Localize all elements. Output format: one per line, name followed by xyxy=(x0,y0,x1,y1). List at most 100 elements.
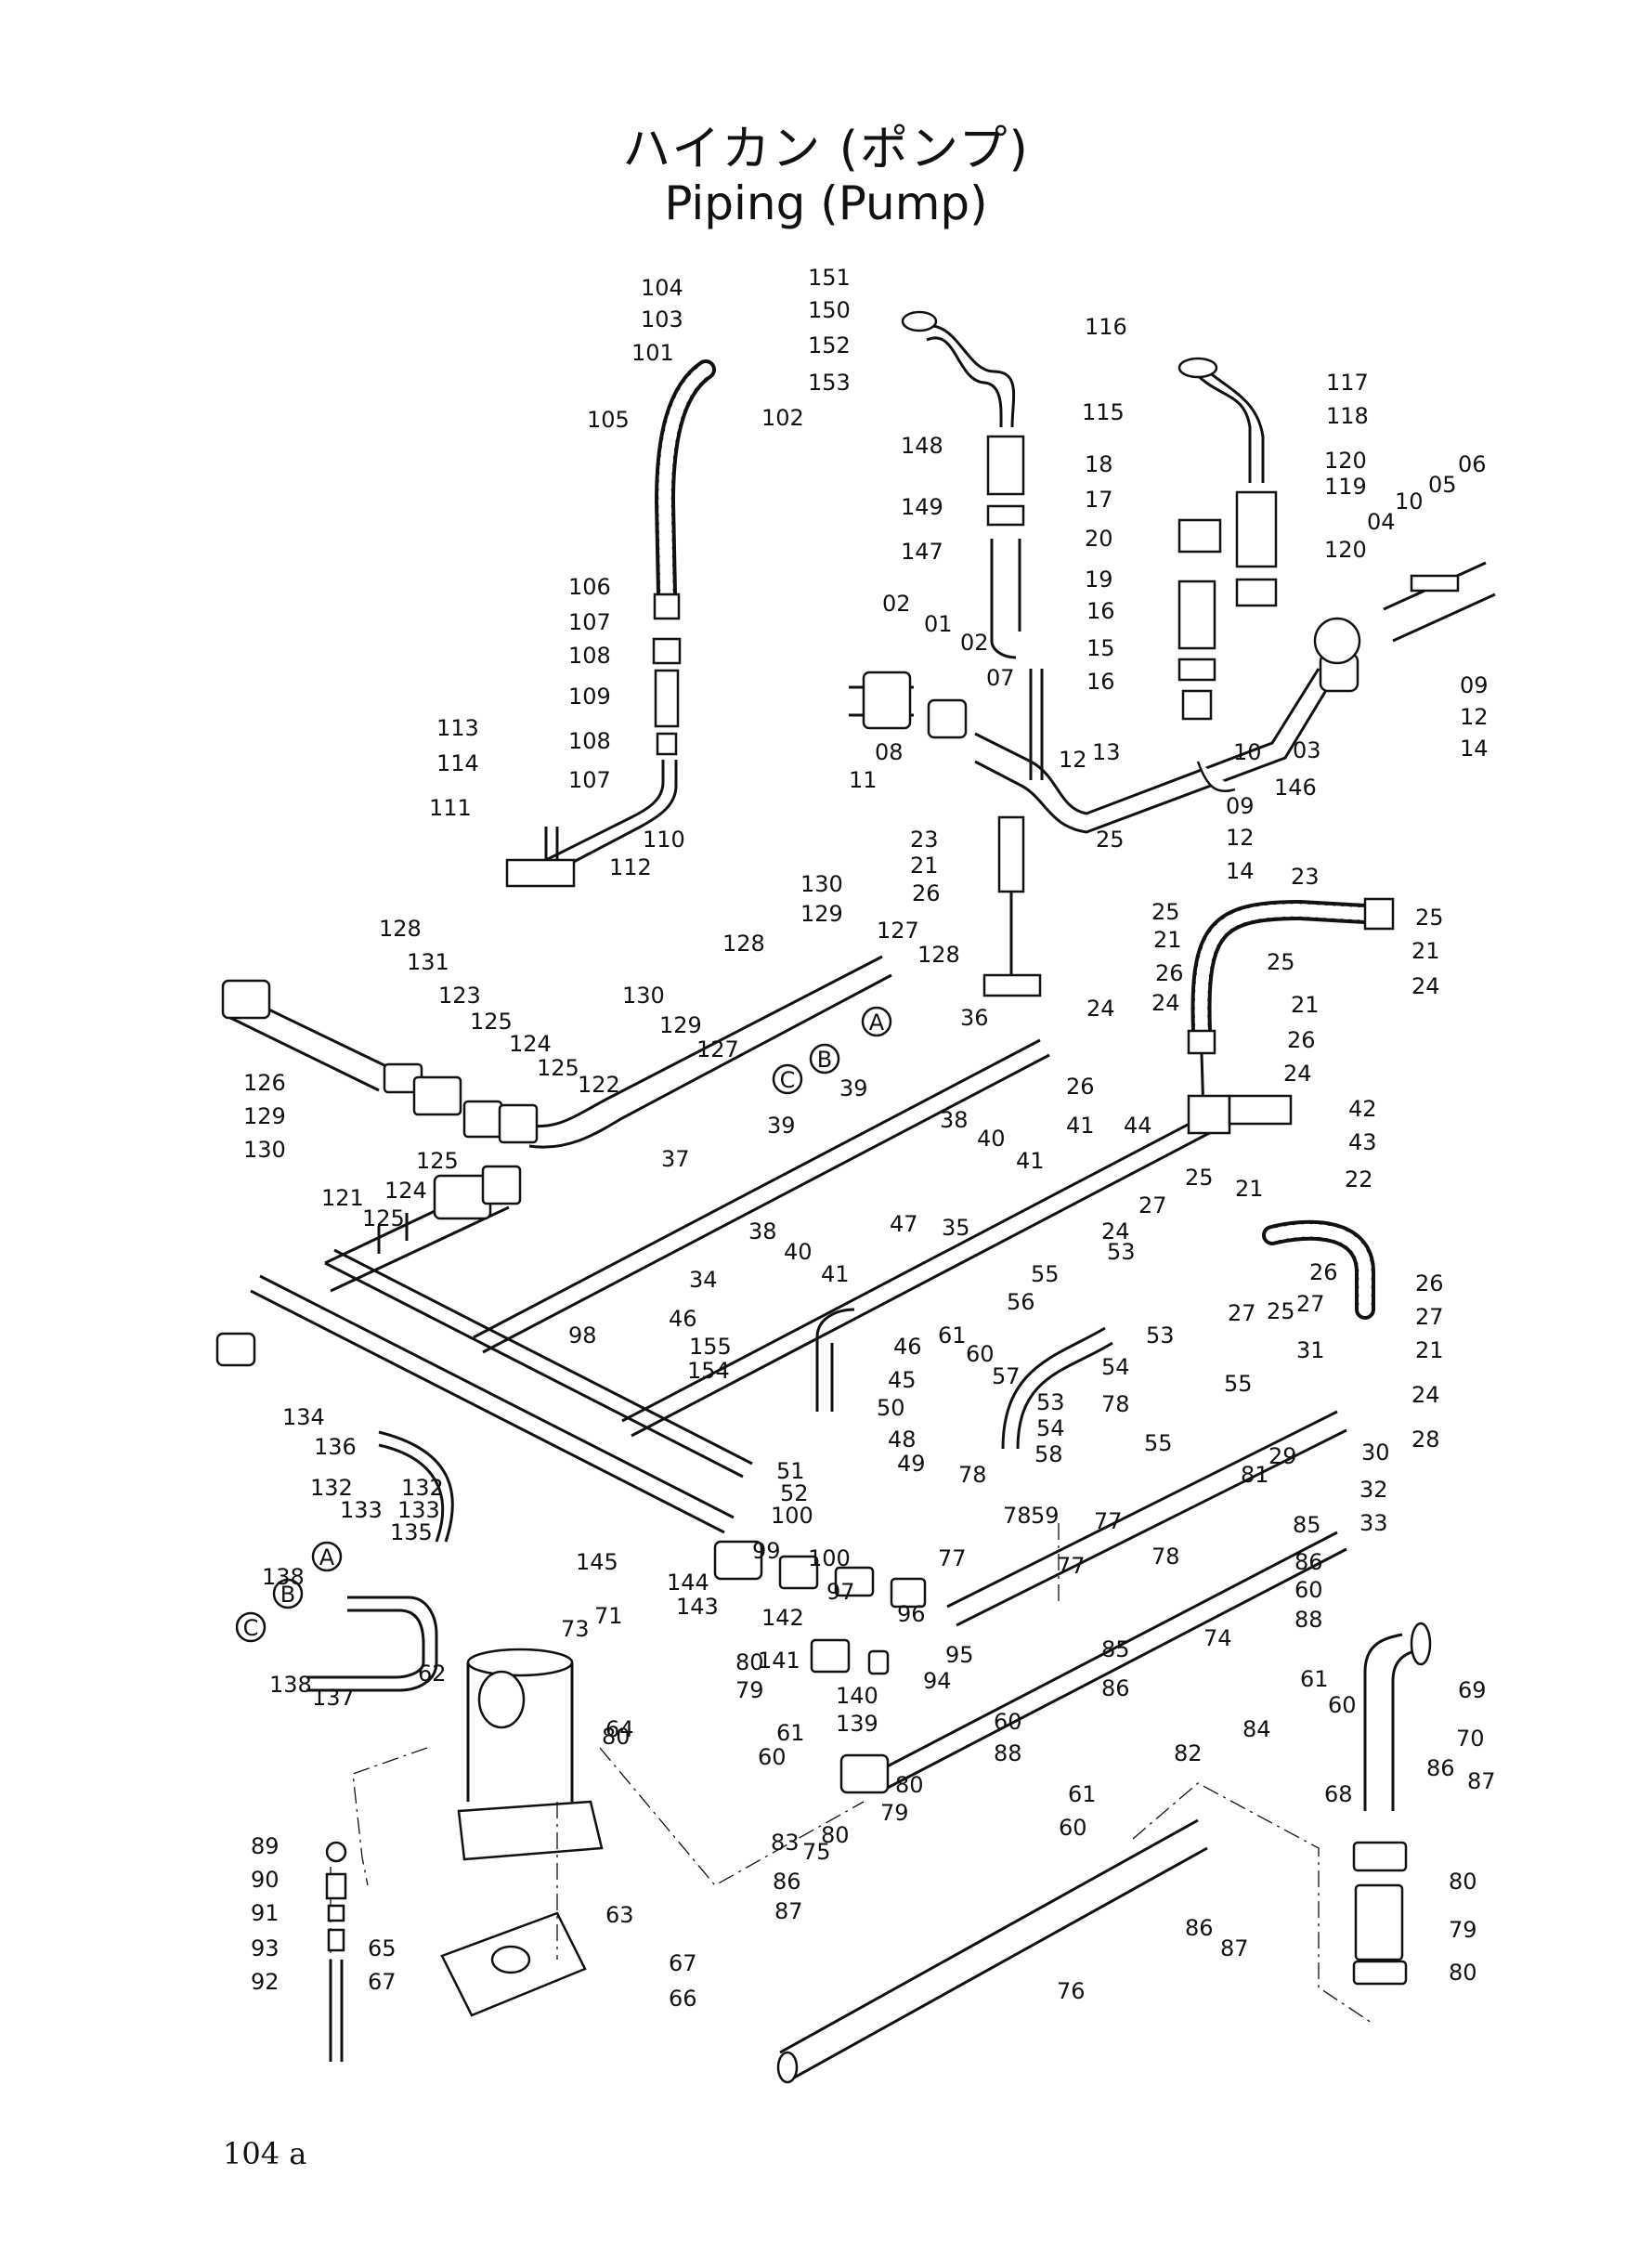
part-label-119: 119 xyxy=(1324,474,1367,500)
part-label-44: 44 xyxy=(1124,1113,1152,1139)
part-label-37: 37 xyxy=(661,1146,690,1172)
part-label-79: 79 xyxy=(735,1677,764,1703)
part-label-38: 38 xyxy=(940,1107,969,1133)
part-label-32: 32 xyxy=(1359,1477,1388,1503)
part-label-105: 105 xyxy=(587,407,630,433)
part-label-10: 10 xyxy=(1395,489,1424,515)
part-label-60: 60 xyxy=(966,1341,995,1367)
part-label-54: 54 xyxy=(1036,1415,1065,1441)
suction-pipe-center xyxy=(901,310,1025,659)
part-label-112: 112 xyxy=(609,854,652,880)
part-number-labels: 1041031011021051061071081091081071131141… xyxy=(243,265,1496,2012)
part-label-45: 45 xyxy=(888,1367,917,1393)
part-label-24: 24 xyxy=(1086,996,1115,1022)
part-label-80: 80 xyxy=(602,1724,631,1750)
part-label-46: 46 xyxy=(669,1306,697,1332)
part-label-42: 42 xyxy=(1348,1096,1377,1122)
part-label-128: 128 xyxy=(917,942,960,968)
part-label-21: 21 xyxy=(1291,992,1320,1018)
part-label-80: 80 xyxy=(735,1649,764,1675)
part-label-71: 71 xyxy=(594,1603,623,1629)
part-label-25: 25 xyxy=(1415,905,1444,931)
part-label-50: 50 xyxy=(877,1395,905,1421)
part-label-26: 26 xyxy=(1415,1270,1444,1296)
part-label-146: 146 xyxy=(1274,775,1317,801)
part-label-36: 36 xyxy=(960,1005,989,1031)
part-label-151: 151 xyxy=(808,265,851,291)
part-label-41: 41 xyxy=(1066,1113,1095,1139)
part-label-02: 02 xyxy=(882,591,911,617)
part-label-86: 86 xyxy=(1426,1755,1455,1781)
part-label-56: 56 xyxy=(1007,1289,1035,1315)
part-label-33: 33 xyxy=(1359,1510,1388,1536)
part-label-100: 100 xyxy=(771,1503,813,1529)
part-label-25: 25 xyxy=(1267,1298,1295,1324)
part-label-27: 27 xyxy=(1296,1291,1325,1317)
part-label-125: 125 xyxy=(416,1148,459,1174)
hose-22 xyxy=(1262,1219,1375,1320)
part-label-27: 27 xyxy=(1138,1192,1167,1218)
part-label-17: 17 xyxy=(1085,487,1113,513)
part-label-13: 13 xyxy=(1092,739,1121,765)
part-label-138: 138 xyxy=(262,1564,305,1590)
pipe-chain-96-100 xyxy=(713,1540,927,1675)
part-label-107: 107 xyxy=(568,767,611,793)
part-label-87: 87 xyxy=(774,1898,803,1924)
part-label-123: 123 xyxy=(438,983,481,1009)
part-label-94: 94 xyxy=(923,1668,952,1694)
part-label-131: 131 xyxy=(407,949,449,975)
part-label-22: 22 xyxy=(1345,1166,1373,1192)
part-label-66: 66 xyxy=(669,1986,697,2012)
part-label-78: 78 xyxy=(958,1462,987,1488)
tube-56 xyxy=(815,1308,1113,1450)
part-label-87: 87 xyxy=(1467,1768,1496,1794)
part-label-60: 60 xyxy=(994,1709,1022,1735)
part-label-59: 59 xyxy=(1031,1503,1060,1529)
part-label-83: 83 xyxy=(771,1830,800,1856)
part-label-70: 70 xyxy=(1456,1726,1485,1752)
part-label-137: 137 xyxy=(312,1685,355,1711)
part-label-60: 60 xyxy=(1328,1692,1357,1718)
part-label-61: 61 xyxy=(938,1322,967,1348)
part-label-88: 88 xyxy=(994,1740,1022,1766)
part-label-80: 80 xyxy=(821,1822,850,1848)
part-label-120: 120 xyxy=(1324,448,1367,474)
part-label-52: 52 xyxy=(780,1480,809,1506)
part-label-124: 124 xyxy=(509,1031,552,1057)
callout-b-left-label: B xyxy=(280,1582,295,1608)
part-label-147: 147 xyxy=(901,539,943,565)
part-label-26: 26 xyxy=(1309,1259,1338,1285)
pipe-23-center xyxy=(982,815,1042,997)
part-label-85: 85 xyxy=(1101,1636,1130,1662)
part-label-16: 16 xyxy=(1086,669,1115,695)
part-label-73: 73 xyxy=(561,1616,590,1642)
part-label-108: 108 xyxy=(568,643,611,669)
part-label-145: 145 xyxy=(576,1549,618,1575)
part-label-128: 128 xyxy=(722,931,765,957)
callout-c-left-label: C xyxy=(243,1615,259,1641)
part-label-14: 14 xyxy=(1226,858,1255,884)
part-label-06: 06 xyxy=(1458,451,1487,477)
part-label-107: 107 xyxy=(568,609,611,635)
part-label-28: 28 xyxy=(1411,1427,1440,1453)
part-label-76: 76 xyxy=(1057,1978,1086,2004)
part-label-41: 41 xyxy=(1016,1148,1045,1174)
part-label-26: 26 xyxy=(1287,1027,1316,1053)
part-label-21: 21 xyxy=(1411,938,1440,964)
part-label-127: 127 xyxy=(696,1036,739,1062)
part-label-78: 78 xyxy=(1101,1391,1130,1417)
part-label-09: 09 xyxy=(1460,672,1489,698)
part-label-129: 129 xyxy=(659,1012,702,1038)
callout-a-left-label: A xyxy=(319,1544,335,1570)
part-label-125: 125 xyxy=(470,1009,513,1035)
part-label-35: 35 xyxy=(942,1215,970,1241)
part-label-57: 57 xyxy=(992,1363,1021,1389)
part-label-69: 69 xyxy=(1458,1677,1487,1703)
part-label-150: 150 xyxy=(808,297,851,323)
pipe-122-left xyxy=(221,955,892,1149)
part-label-53: 53 xyxy=(1036,1389,1065,1415)
part-label-25: 25 xyxy=(1185,1165,1214,1191)
callout-c-top xyxy=(772,1063,803,1095)
part-label-01: 01 xyxy=(924,611,953,637)
